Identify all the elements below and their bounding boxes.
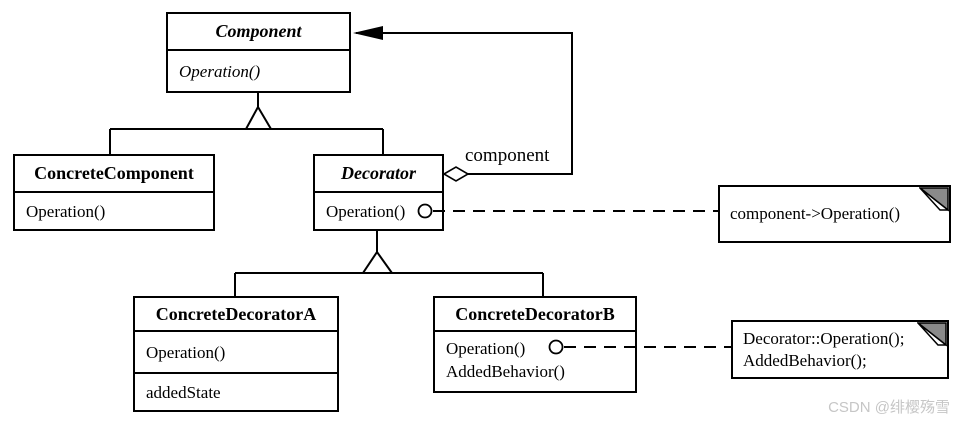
note-fold-icon [919, 187, 949, 212]
class-name-decorator: Decorator [315, 156, 442, 193]
methods-compartment-concrete-decorator-a: Operation() [135, 332, 337, 374]
note-text-line-2: AddedBehavior(); [743, 350, 867, 370]
class-box-component: Component Operation() [166, 12, 351, 93]
methods-compartment-concrete-component: Operation() [15, 193, 213, 229]
aggregation-role-label: component [465, 145, 550, 166]
watermark-text: CSDN @绯樱殇雪 [828, 399, 950, 416]
class-box-decorator: Decorator Operation() [313, 154, 444, 231]
note-fold-icon [917, 322, 947, 347]
class-name-component: Component [168, 14, 349, 51]
methods-compartment-concrete-decorator-b: Operation() AddedBehavior() [435, 332, 635, 391]
attributes-compartment-concrete-decorator-a: addedState [135, 374, 337, 410]
method-added-behavior: AddedBehavior() [446, 362, 565, 381]
note-text-line-1: Decorator::Operation(); [743, 328, 905, 348]
class-box-concrete-component: ConcreteComponent Operation() [13, 154, 215, 231]
class-box-concrete-decorator-b: ConcreteDecoratorB Operation() AddedBeha… [433, 296, 637, 393]
class-name-concrete-component: ConcreteComponent [15, 156, 213, 193]
class-box-concrete-decorator-a: ConcreteDecoratorA Operation() addedStat… [133, 296, 339, 412]
inheritance-triangle-icon [361, 250, 394, 274]
method-operation: Operation() [326, 201, 406, 221]
class-name-concrete-decorator-b: ConcreteDecoratorB [435, 298, 635, 332]
class-name-concrete-decorator-a: ConcreteDecoratorA [135, 298, 337, 332]
method-operation: Operation() [446, 339, 526, 358]
note-text: component->Operation() [730, 204, 901, 223]
aggregation-diamond-icon [442, 166, 470, 182]
method-operation: Operation() [26, 201, 106, 221]
methods-compartment-component: Operation() [168, 51, 349, 91]
method-operation: Operation() [146, 342, 226, 362]
note-concrete-decorator-b-operation: Decorator::Operation(); AddedBehavior(); [731, 320, 949, 379]
note-decorator-operation: component->Operation() [718, 185, 951, 243]
methods-compartment-decorator: Operation() [315, 193, 442, 229]
navigation-arrowhead-icon [353, 26, 383, 40]
method-operation: Operation() [179, 61, 261, 81]
attribute-added-state: addedState [146, 382, 221, 402]
inheritance-triangle-icon [244, 104, 273, 130]
